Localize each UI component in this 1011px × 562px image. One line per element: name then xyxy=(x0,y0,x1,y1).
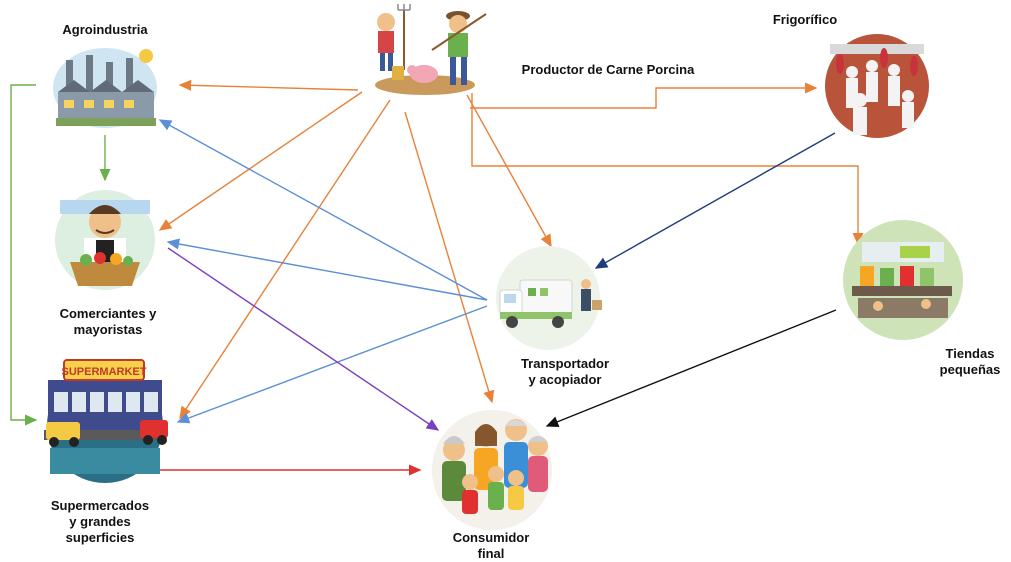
edge-transportador-agroindustria xyxy=(158,119,488,301)
node-label-tiendas-line1: Tiendas xyxy=(945,346,995,361)
edge-transportador-comerciantes xyxy=(166,238,488,301)
consumidor-illustration xyxy=(432,410,552,530)
comerciantes-illustration xyxy=(55,190,155,290)
edge-comerciantes-consumidor xyxy=(167,247,440,431)
node-label-comerciantes-line1: Comerciantes y xyxy=(59,306,157,321)
node-label-supermercados-line2: y grandes xyxy=(69,514,131,529)
transportador-illustration xyxy=(496,246,602,350)
edge-transportador-supermercados xyxy=(176,305,488,424)
productor-illustration xyxy=(375,4,487,95)
frigorifico-illustration xyxy=(825,34,929,138)
node-label-frigorifico: Frigorífico xyxy=(772,12,838,27)
edge-frigorifico-transportador xyxy=(594,132,836,269)
supermercados-illustration: SUPERMARKET xyxy=(44,359,168,483)
node-label-consumidor-line2: final xyxy=(477,546,505,561)
node-label-productor: Productor de Carne Porcina xyxy=(521,62,695,77)
node-label-comerciantes-line2: mayoristas xyxy=(73,322,143,337)
edges xyxy=(10,79,864,476)
node-label-consumidor: Consumidor final xyxy=(436,530,546,562)
edge-productor-frigorifico xyxy=(470,82,818,109)
agroindustria-illustration xyxy=(53,48,157,128)
node-label-transportador-line1: Transportador xyxy=(520,356,610,371)
node-label-agroindustria: Agroindustria xyxy=(62,22,148,37)
edge-productor-supermercados xyxy=(179,99,391,420)
edge-agroindustria-supermercados xyxy=(10,84,38,426)
node-label-consumidor-line1: Consumidor xyxy=(452,530,530,545)
edge-productor-agroindustria xyxy=(178,79,359,91)
node-label-tiendas: Tiendas pequeñas xyxy=(930,346,1010,378)
node-label-supermercados: Supermercados y grandes superficies xyxy=(30,498,170,546)
node-label-tiendas-line2: pequeñas xyxy=(939,362,1001,377)
supermarket-sign-text: SUPERMARKET xyxy=(62,366,147,378)
node-label-comerciantes: Comerciantes y mayoristas xyxy=(38,306,178,338)
tiendas-illustration xyxy=(843,220,963,340)
edge-productor-comerciantes xyxy=(158,91,363,231)
edge-productor-transportador xyxy=(466,94,552,248)
edge-productor-consumidor xyxy=(404,111,495,404)
node-label-transportador-line2: y acopiador xyxy=(528,372,602,387)
edge-productor-tiendas xyxy=(471,93,864,246)
edge-tiendas-consumidor xyxy=(545,309,837,428)
node-label-supermercados-line3: superficies xyxy=(65,530,135,545)
node-label-supermercados-line1: Supermercados xyxy=(50,498,150,513)
node-label-transportador: Transportador y acopiador xyxy=(505,356,625,388)
